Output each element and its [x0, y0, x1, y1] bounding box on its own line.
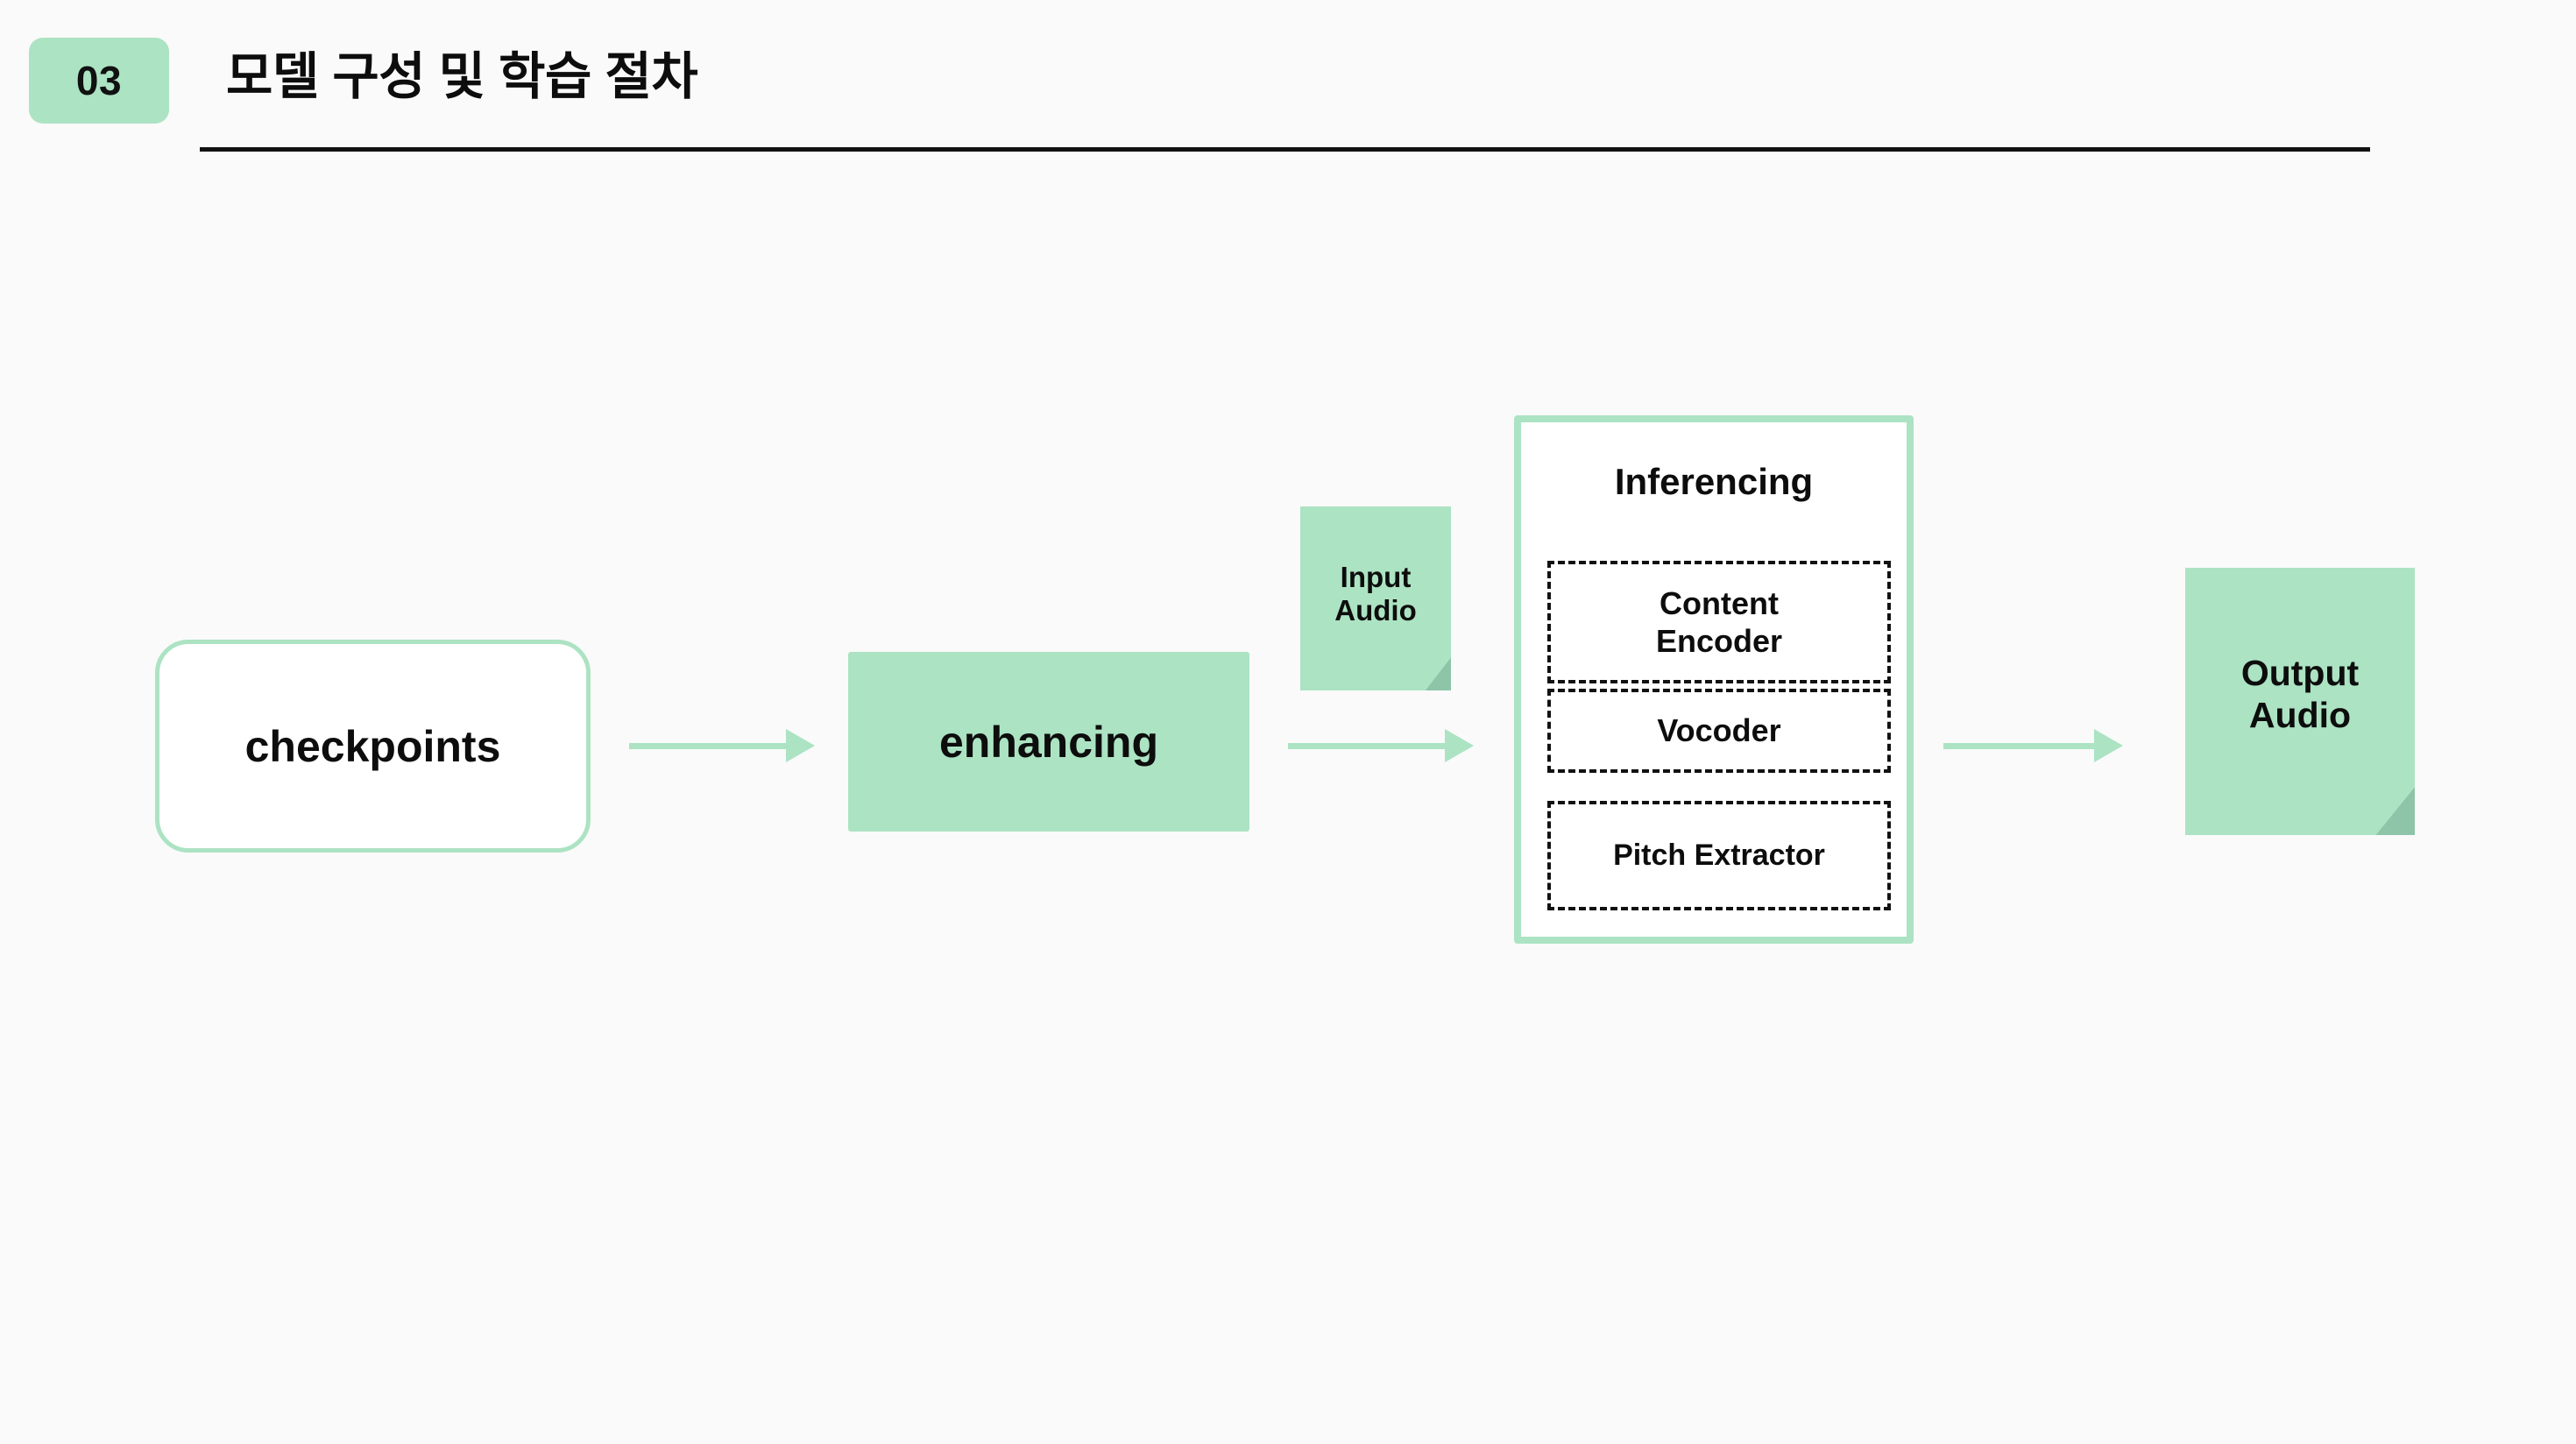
section-number-badge: 03: [29, 38, 169, 124]
arrow-shaft: [1288, 743, 1447, 749]
arrow-inferencing-to-output: [1943, 729, 2123, 762]
box-pitch-extractor-label: Pitch Extractor: [1613, 839, 1825, 873]
node-output-audio-line2: Audio: [2248, 694, 2352, 735]
arrow-head-icon: [786, 729, 815, 762]
arrow-shaft: [1943, 743, 2097, 749]
node-checkpoints[interactable]: checkpoints: [155, 640, 591, 853]
node-enhancing[interactable]: enhancing: [848, 652, 1249, 832]
box-content-encoder-line1: Content: [1660, 584, 1779, 621]
box-content-encoder-line2: Encoder: [1655, 623, 1783, 659]
box-vocoder-label: Vocoder: [1657, 712, 1781, 749]
arrow-head-icon: [2094, 729, 2123, 762]
node-enhancing-label: enhancing: [938, 717, 1159, 767]
box-pitch-extractor[interactable]: Pitch Extractor: [1547, 801, 1891, 910]
note-body-shape: [1300, 506, 1451, 690]
node-input-audio-line1: Input: [1340, 560, 1412, 593]
node-output-audio[interactable]: Output Audio: [2185, 568, 2415, 835]
note-body-shape: [2185, 568, 2415, 835]
node-output-audio-label: Output Audio: [2241, 653, 2359, 750]
node-input-audio-label: Input Audio: [1334, 561, 1416, 637]
arrow-enhancing-to-inferencing: [1288, 729, 1474, 762]
panel-inferencing-title: Inferencing: [1614, 461, 1814, 502]
arrow-head-icon: [1445, 729, 1474, 762]
box-content-encoder[interactable]: Content Encoder: [1547, 561, 1891, 683]
node-input-audio-line2: Audio: [1334, 593, 1417, 626]
arrow-shaft: [629, 743, 789, 749]
arrow-checkpoints-to-enhancing: [629, 729, 815, 762]
node-input-audio[interactable]: Input Audio: [1300, 506, 1451, 690]
box-vocoder[interactable]: Vocoder: [1547, 689, 1891, 773]
panel-inferencing[interactable]: Inferencing Content Encoder Vocoder Pitc…: [1514, 415, 1914, 944]
node-checkpoints-label: checkpoints: [244, 721, 501, 771]
node-output-audio-line1: Output: [2240, 653, 2360, 694]
page-title: 모델 구성 및 학습 절차: [226, 48, 698, 105]
title-divider: [200, 147, 2370, 152]
